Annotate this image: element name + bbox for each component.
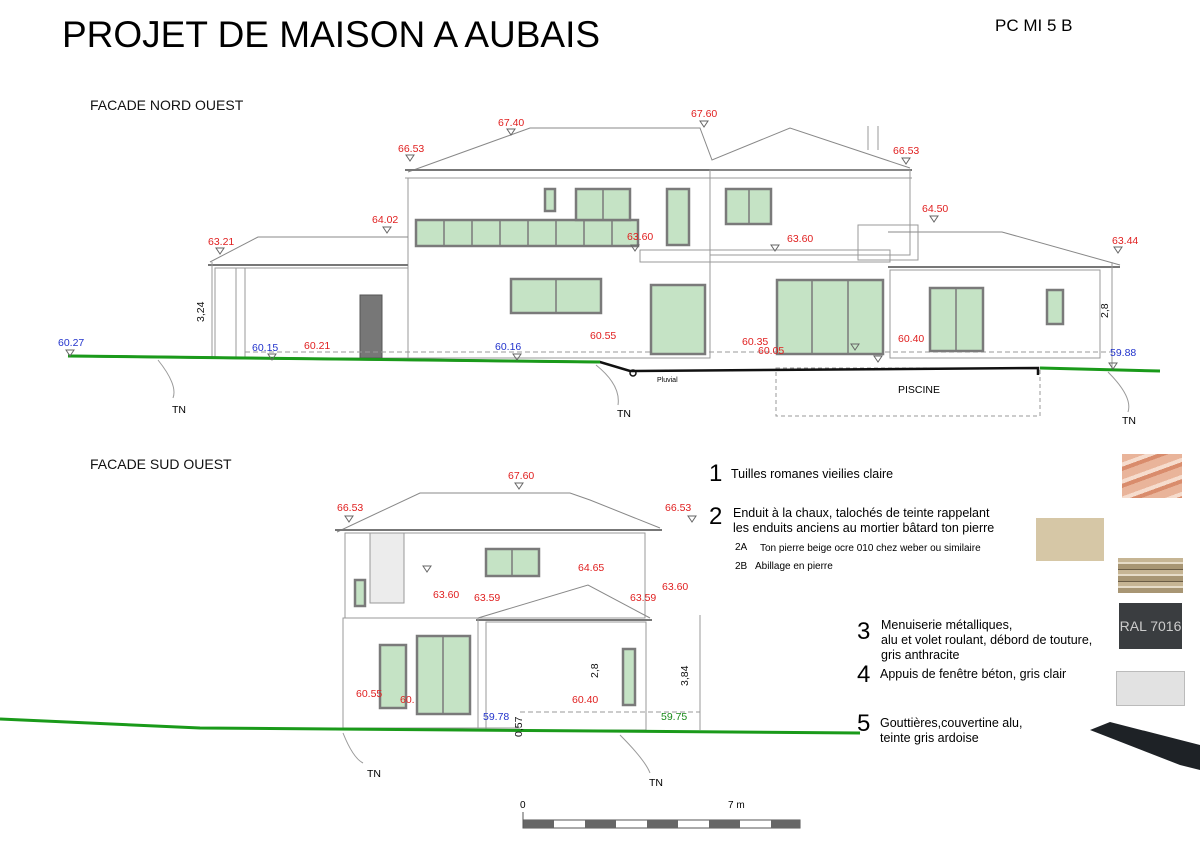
scale-end: 7 m [728, 800, 745, 811]
level-mark: 60.21 [304, 340, 331, 352]
facade-so-drawing [335, 492, 701, 731]
dimension: 2,8 [1099, 303, 1111, 318]
pluvial-label: Pluvial [657, 377, 678, 384]
level-mark: 60.27 [58, 337, 85, 349]
page-title: PROJET DE MAISON A AUBAIS [62, 14, 601, 55]
legend-subtext: Abillage en pierre [755, 561, 833, 572]
ral-swatch: RAL 7016 [1119, 603, 1182, 649]
tile-swatch [1122, 454, 1182, 498]
level-mark: 60.55 [356, 688, 383, 700]
scale-start: 0 [520, 800, 526, 811]
level-mark: 60. [400, 694, 415, 706]
level-mark: 60.16 [495, 341, 522, 353]
dimension: 3,24 [195, 301, 207, 322]
tn-label: TN [367, 768, 381, 780]
legend-text: Gouttières,couvertine alu, [880, 716, 1023, 730]
legend-text: gris anthracite [881, 648, 960, 662]
level-mark: 64.02 [372, 214, 399, 226]
level-mark: 63.60 [662, 581, 689, 593]
level-mark: 63.44 [1112, 235, 1139, 247]
legend-text: Enduit à la chaux, talochés de teinte ra… [733, 506, 990, 520]
tn-label: TN [172, 404, 186, 416]
level-mark: 59.75 [661, 711, 688, 723]
level-mark: 60.35 [742, 336, 769, 348]
level-mark: 67.60 [508, 470, 535, 482]
level-mark: 59.78 [483, 711, 510, 723]
appui-swatch [1116, 671, 1185, 706]
facade-nw-title: FACADE NORD OUEST [90, 97, 244, 113]
facade-nw-windows [414, 187, 1065, 356]
enduit-swatch [1036, 518, 1104, 561]
dimension: 2,8 [589, 663, 601, 678]
scale-bar [522, 812, 801, 829]
stone-swatch [1118, 558, 1183, 593]
level-mark: 66.53 [337, 502, 364, 514]
level-mark: 60.40 [898, 333, 925, 345]
level-mark: 63.60 [787, 233, 814, 245]
facade-so-title: FACADE SUD OUEST [90, 456, 232, 472]
tn-label: TN [617, 408, 631, 420]
level-mark: 60.15 [252, 342, 279, 354]
level-mark: 59.88 [1110, 347, 1137, 359]
legend-number: 1 [709, 460, 723, 487]
legend-subcode: 2A [735, 542, 748, 553]
level-mark: 63.59 [630, 592, 657, 604]
level-mark: 63.60 [627, 231, 654, 243]
dimension: 0,57 [513, 716, 525, 737]
piscine-label: PISCINE [898, 384, 941, 396]
level-mark: 60.05 [758, 345, 785, 357]
dimension: 3,84 [679, 665, 691, 686]
tn-label: TN [649, 777, 663, 789]
level-mark: 67.40 [498, 117, 525, 129]
legend-subtext: Ton pierre beige ocre 010 chez weber ou … [760, 543, 981, 554]
tn-label: TN [1122, 415, 1136, 427]
level-mark: 64.65 [578, 562, 605, 574]
facade-nw-drawing [208, 126, 1121, 417]
level-mark: 66.53 [893, 145, 920, 157]
level-mark: 66.53 [398, 143, 425, 155]
level-mark: 63.21 [208, 236, 235, 248]
legend-subcode: 2B [735, 561, 748, 572]
legend-number: 3 [857, 618, 871, 645]
legend-number: 4 [857, 661, 871, 688]
level-mark: 67.60 [691, 108, 718, 120]
level-mark: 63.59 [474, 592, 501, 604]
legend-text: alu et volet roulant, débord de touture, [881, 633, 1093, 647]
permit-reference: PC MI 5 B [995, 16, 1073, 35]
legend-text: Menuiserie métalliques, [881, 618, 1013, 632]
legend-text: teinte gris ardoise [880, 731, 979, 745]
level-mark: 66.53 [665, 502, 692, 514]
level-mark: 60.55 [590, 330, 617, 342]
level-mark: 63.60 [433, 589, 460, 601]
level-mark: 60.40 [572, 694, 599, 706]
legend-number: 2 [709, 503, 723, 530]
legend-text: Appuis de fenêtre béton, gris clair [880, 667, 1067, 681]
legend-text: les enduits anciens au mortier bâtard to… [733, 521, 995, 535]
legend-number: 5 [857, 710, 871, 737]
level-mark: 64.50 [922, 203, 949, 215]
gutter-image [1090, 722, 1200, 770]
legend-text: Tuilles romanes vieilies claire [731, 467, 894, 481]
